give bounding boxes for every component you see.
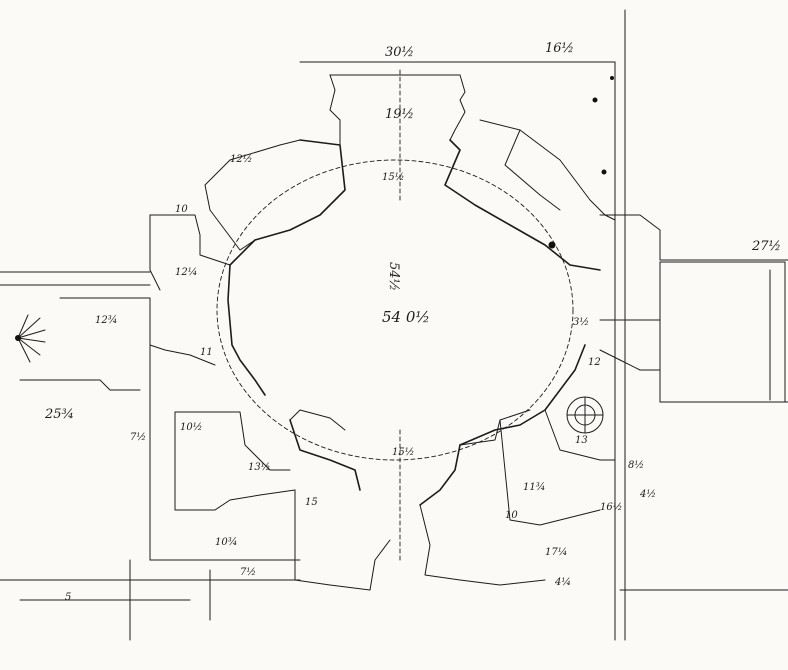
dim-left-vertical: 7½ (130, 432, 146, 443)
dim-bottom-b: 10 (505, 510, 518, 521)
dim-lower-left-b: 13½ (248, 462, 270, 473)
north-chamber (299, 61, 616, 201)
dim-lower-left-c: 10¾ (215, 537, 237, 548)
dim-south-throat: 15½ (392, 447, 414, 458)
dim-right-c: 4½ (639, 489, 656, 500)
dim-left-room: 12¾ (95, 315, 117, 326)
dim-top-inner: 19½ (385, 107, 414, 122)
dim-bottom-a: 7½ (240, 567, 256, 578)
column-dot (601, 169, 607, 175)
dim-right-a: 11¾ (523, 482, 545, 493)
sunburst-icon (17, 314, 46, 363)
south-chamber (294, 429, 546, 591)
dim-lower-left-a: 10½ (180, 422, 202, 433)
southwest-chamber (174, 409, 346, 511)
dim-center-height: 54½ (386, 262, 401, 291)
dim-right-f: 3½ (573, 317, 589, 328)
dim-top-right: 16½ (545, 41, 574, 56)
south-terrace (0, 559, 788, 641)
dim-far-right: 27½ (751, 239, 781, 254)
dim-north-throat: 15½ (382, 172, 404, 183)
dim-bottom-left: 5 (65, 592, 71, 603)
northwest-chamber (149, 139, 301, 291)
dim-upper-left-b: 10 (175, 204, 188, 215)
dim-bottom-right: 17¼ (545, 547, 567, 558)
dim-left-small: 11 (200, 347, 213, 358)
dim-upper-left-a: 12½ (230, 154, 252, 165)
column-dot (592, 97, 598, 103)
dim-left-wing: 25¾ (44, 407, 74, 422)
dim-upper-left-c: 12¼ (175, 267, 197, 278)
southeast-chamber (459, 409, 616, 526)
dim-right-e: 12 (588, 357, 601, 368)
dim-bottom-right-b: 4¼ (554, 577, 571, 588)
dim-top-span: 30½ (385, 45, 414, 60)
column-dot (548, 241, 556, 249)
dim-center-width: 54 0½ (382, 308, 430, 326)
column-dot (610, 76, 614, 80)
dim-lower-mid: 15 (305, 497, 318, 508)
northeast-chamber (479, 9, 788, 641)
rotunda-outline (216, 159, 574, 461)
dim-stair: 13 (575, 435, 588, 446)
west-wing (0, 271, 301, 561)
column-dot (15, 335, 21, 341)
east-wing (599, 261, 788, 403)
spiral-staircase-icon (566, 396, 604, 434)
dim-right-d: 8½ (628, 460, 644, 471)
dim-right-b: 16½ (600, 502, 622, 513)
